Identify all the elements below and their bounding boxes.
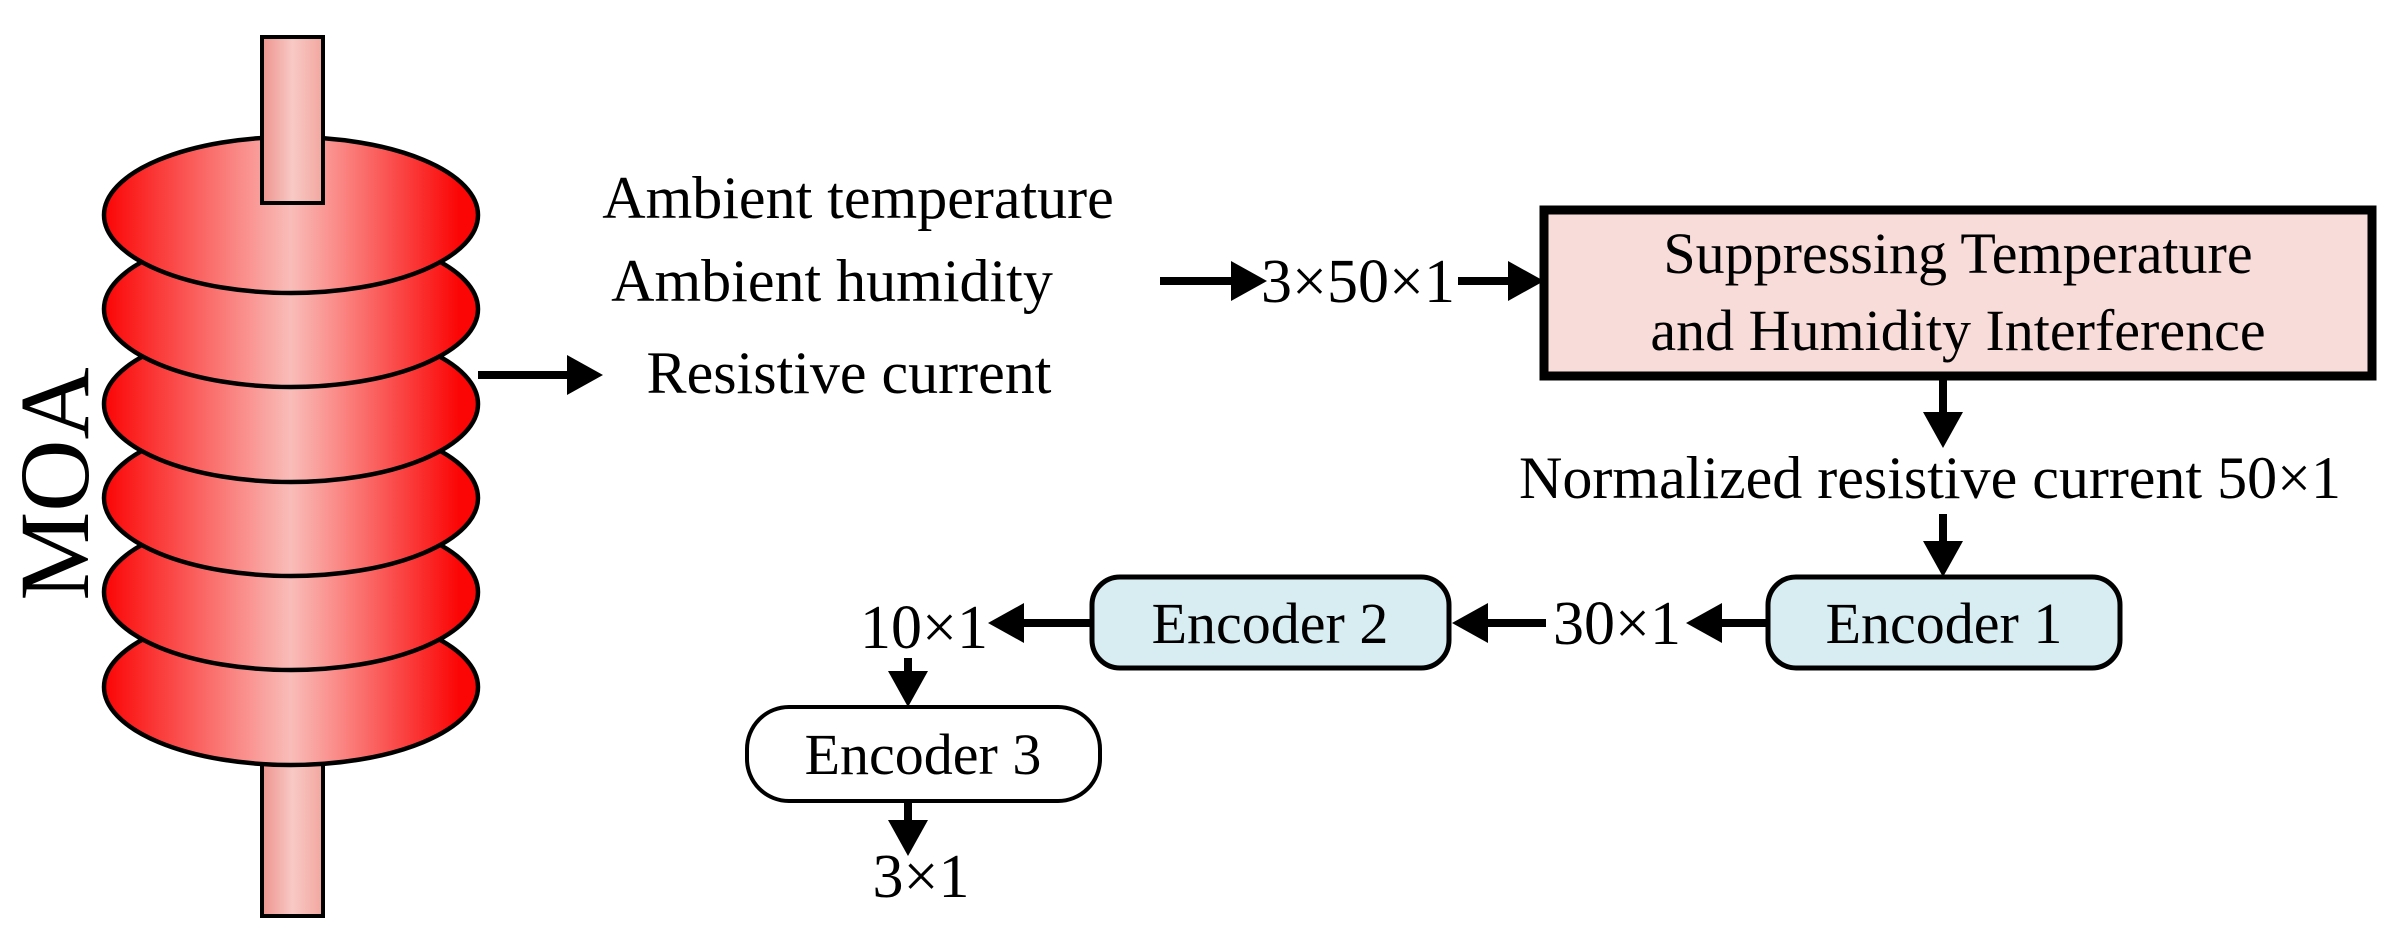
moa-label: MOA [0, 367, 110, 600]
suppress-box-line2: and Humidity Interference [1650, 298, 2265, 363]
input-labels: Ambient temperature Ambient humidity Res… [602, 165, 1113, 406]
arrow-normalized-to-encoder1 [1923, 514, 1963, 577]
label-resistive-current: Resistive current [647, 340, 1052, 406]
arrow-inputs-to-dim [1160, 261, 1267, 301]
arrowhead-right [1231, 261, 1267, 301]
dim-encoder2-out-label: 10×1 [860, 594, 988, 662]
arrowhead-left [1686, 603, 1722, 643]
arrowhead-left [988, 603, 1024, 643]
arrowhead-down [888, 820, 928, 856]
encoder3-box: Encoder 3 [745, 705, 1102, 803]
arrow-encoder1-to-dim [1686, 603, 1768, 643]
arrowhead-left [1452, 603, 1488, 643]
arrow-encoder3-to-dim [888, 803, 928, 856]
encoder3-label: Encoder 3 [805, 722, 1042, 787]
moa-arrester: MOA [0, 35, 481, 918]
encoder2-box: Encoder 2 [1089, 574, 1452, 671]
arrow-dim-to-suppress-box [1458, 261, 1544, 301]
dim-input-label: 3×50×1 [1261, 248, 1455, 316]
arrowhead-down [1923, 541, 1963, 577]
encoder1-label: Encoder 1 [1826, 591, 2063, 656]
arrow-dim-to-encoder2 [1452, 603, 1546, 643]
dim-encoder3-out-label: 3×1 [873, 843, 970, 911]
moa-top-rod [260, 35, 325, 205]
arrowhead-down [888, 671, 928, 707]
arrow-moa-to-resistive-current [478, 355, 603, 395]
label-ambient-temperature: Ambient temperature [602, 165, 1113, 231]
suppress-box: Suppressing Temperature and Humidity Int… [1539, 205, 2377, 381]
arrowhead-right [1508, 261, 1544, 301]
arrowhead-right [567, 355, 603, 395]
encoder1-box: Encoder 1 [1765, 574, 2123, 671]
suppress-box-rect [1539, 205, 2377, 381]
suppress-box-line1: Suppressing Temperature [1663, 221, 2252, 286]
arrowhead-down [1923, 412, 1963, 448]
dim-encoder1-out-label: 30×1 [1553, 590, 1681, 658]
encoder3-rect [745, 705, 1102, 803]
arrow-dim-to-encoder3 [888, 658, 928, 707]
arrow-encoder2-to-dim [988, 603, 1092, 643]
normalized-current-label: Normalized resistive current 50×1 [1519, 445, 2341, 511]
label-ambient-humidity: Ambient humidity [611, 248, 1053, 314]
arrow-suppress-to-normalized [1923, 379, 1963, 448]
encoder2-label: Encoder 2 [1152, 591, 1389, 656]
